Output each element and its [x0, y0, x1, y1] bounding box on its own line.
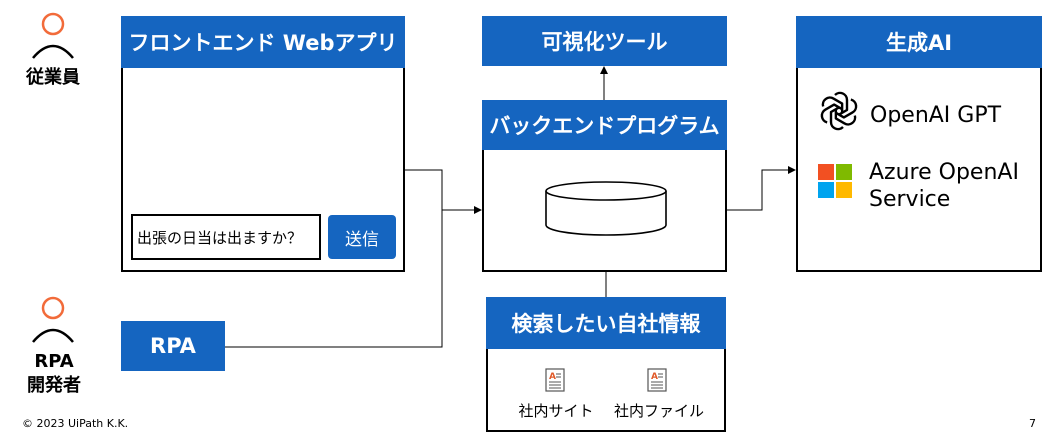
connector-frontend-backend — [405, 169, 482, 214]
employee-label: 従業員 — [26, 67, 80, 88]
azure-openai-service-label: Azure OpenAI Service — [869, 160, 1019, 212]
rpa-developer-label: RPA 開発者 — [27, 351, 81, 396]
rpa-developer-person-icon — [32, 296, 74, 343]
document-icon: A — [545, 368, 565, 392]
document-icon: A — [647, 368, 667, 392]
search-info-title: 検索したい自社情報 — [486, 297, 726, 349]
database-icon — [545, 181, 667, 236]
page-number: 7 — [1029, 417, 1036, 430]
send-button[interactable]: 送信 — [328, 215, 396, 259]
svg-text:A: A — [549, 372, 556, 382]
openai-logo-icon — [820, 91, 858, 131]
intranet-site-label: 社内サイト — [518, 402, 594, 420]
backend-program-title: バックエンドプログラム — [482, 100, 727, 150]
rpa-box: RPA — [121, 321, 225, 371]
copyright-footer: © 2023 UiPath K.K. — [22, 417, 129, 430]
internal-files-label: 社内ファイル — [613, 402, 704, 420]
connector-backend-genai — [727, 166, 796, 211]
visualization-tool-box: 可視化ツール — [482, 16, 727, 66]
microsoft-logo-icon — [818, 164, 852, 198]
frontend-app-title: フロントエンド Webアプリ — [121, 16, 405, 68]
search-info-box — [486, 346, 726, 432]
employee-person-icon — [32, 12, 74, 59]
question-input[interactable]: 出張の日当は出ますか？ — [131, 214, 321, 260]
svg-text:A: A — [651, 372, 658, 382]
genai-title: 生成AI — [796, 16, 1042, 68]
connector-rpa-backend — [225, 210, 443, 348]
openai-gpt-label: OpenAI GPT — [870, 103, 1002, 128]
